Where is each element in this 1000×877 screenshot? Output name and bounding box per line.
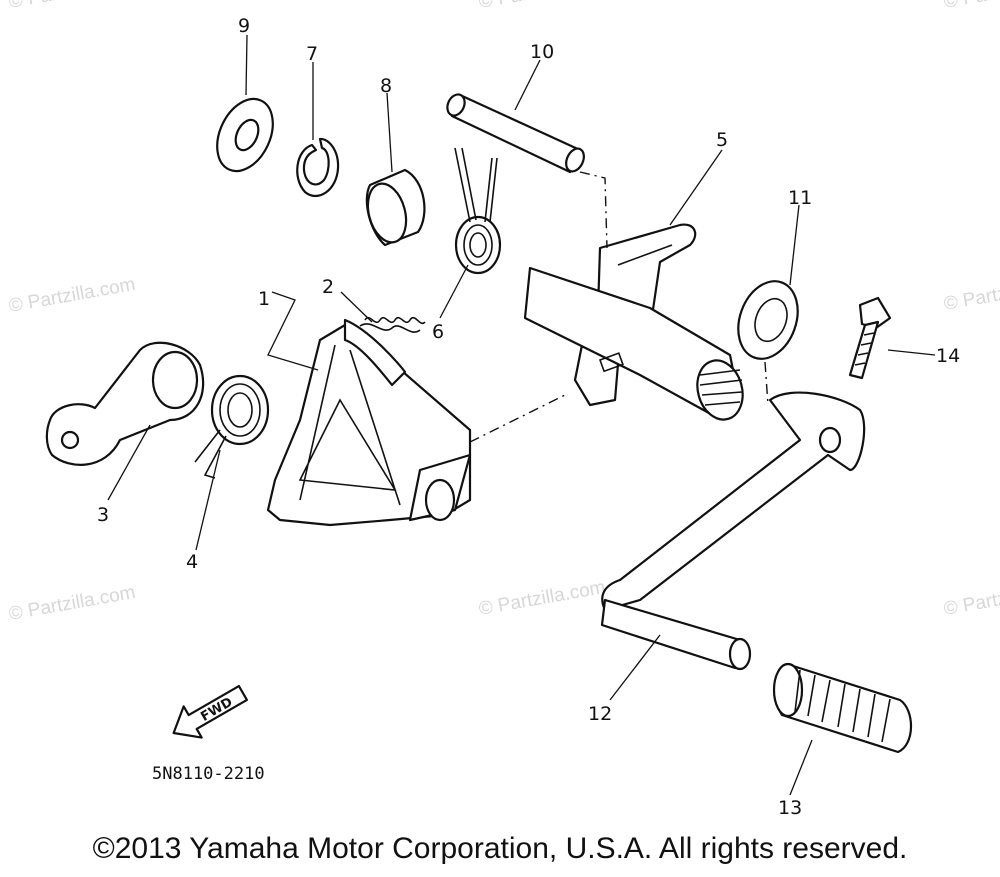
part-13-rubber: [772, 662, 913, 754]
watermark: © Partzilla.com: [942, 0, 1000, 13]
watermark: © Partzilla.com: [477, 577, 607, 620]
watermark-layer: © Partzilla.com © Partzilla.com © Partzi…: [7, 0, 1000, 625]
copyright-notice: ©2013 Yamaha Motor Corporation, U.S.A. A…: [92, 832, 908, 865]
part-11-oil-seal: [737, 280, 799, 360]
callout-1: 1: [258, 288, 270, 310]
leader-lines: [107, 34, 936, 796]
watermark: © Partzilla.com: [477, 0, 607, 13]
part-5-shift-shaft: [523, 223, 744, 421]
part-10-rod: [446, 93, 585, 174]
alignment-line: [469, 394, 566, 443]
callout-9: 9: [238, 15, 250, 37]
part-6-spring: [454, 147, 502, 275]
forward-arrow-icon: FWD: [172, 684, 249, 739]
part-7-circlip: [296, 137, 340, 198]
part-4-return-spring: [194, 374, 270, 479]
watermark: © Partzilla.com: [7, 582, 137, 625]
part-3-arm: [45, 341, 205, 466]
callout-7: 7: [306, 43, 318, 65]
callout-5: 5: [716, 129, 728, 151]
part-2-spring: [359, 316, 426, 333]
callout-14: 14: [936, 345, 960, 367]
callout-4: 4: [186, 551, 198, 573]
watermark: © Partzilla.com: [942, 577, 1000, 620]
part-14-bolt: [848, 296, 892, 380]
callout-11: 11: [788, 187, 812, 209]
watermark: © Partzilla.com: [7, 274, 137, 317]
callout-8: 8: [380, 75, 392, 97]
callout-labels: 1 2 3 4 5 6 7 8 9 10 11 12 13 14: [97, 15, 960, 819]
part-1-lever-assembly: [266, 318, 472, 527]
alignment-line: [764, 361, 769, 406]
watermark: © Partzilla.com: [942, 272, 1000, 315]
callout-2: 2: [322, 276, 334, 298]
part-12-shift-pedal: [600, 391, 866, 671]
callout-6: 6: [432, 321, 444, 343]
callout-10: 10: [530, 41, 554, 63]
diagram-code: 5N8110-2210: [152, 764, 265, 784]
watermark: © Partzilla.com: [7, 0, 137, 13]
part-9-washer: [216, 97, 274, 173]
callout-12: 12: [588, 703, 612, 725]
alignment-line: [579, 171, 608, 249]
callout-3: 3: [97, 504, 109, 526]
part-8-collar: [365, 168, 426, 247]
callout-13: 13: [778, 797, 802, 819]
